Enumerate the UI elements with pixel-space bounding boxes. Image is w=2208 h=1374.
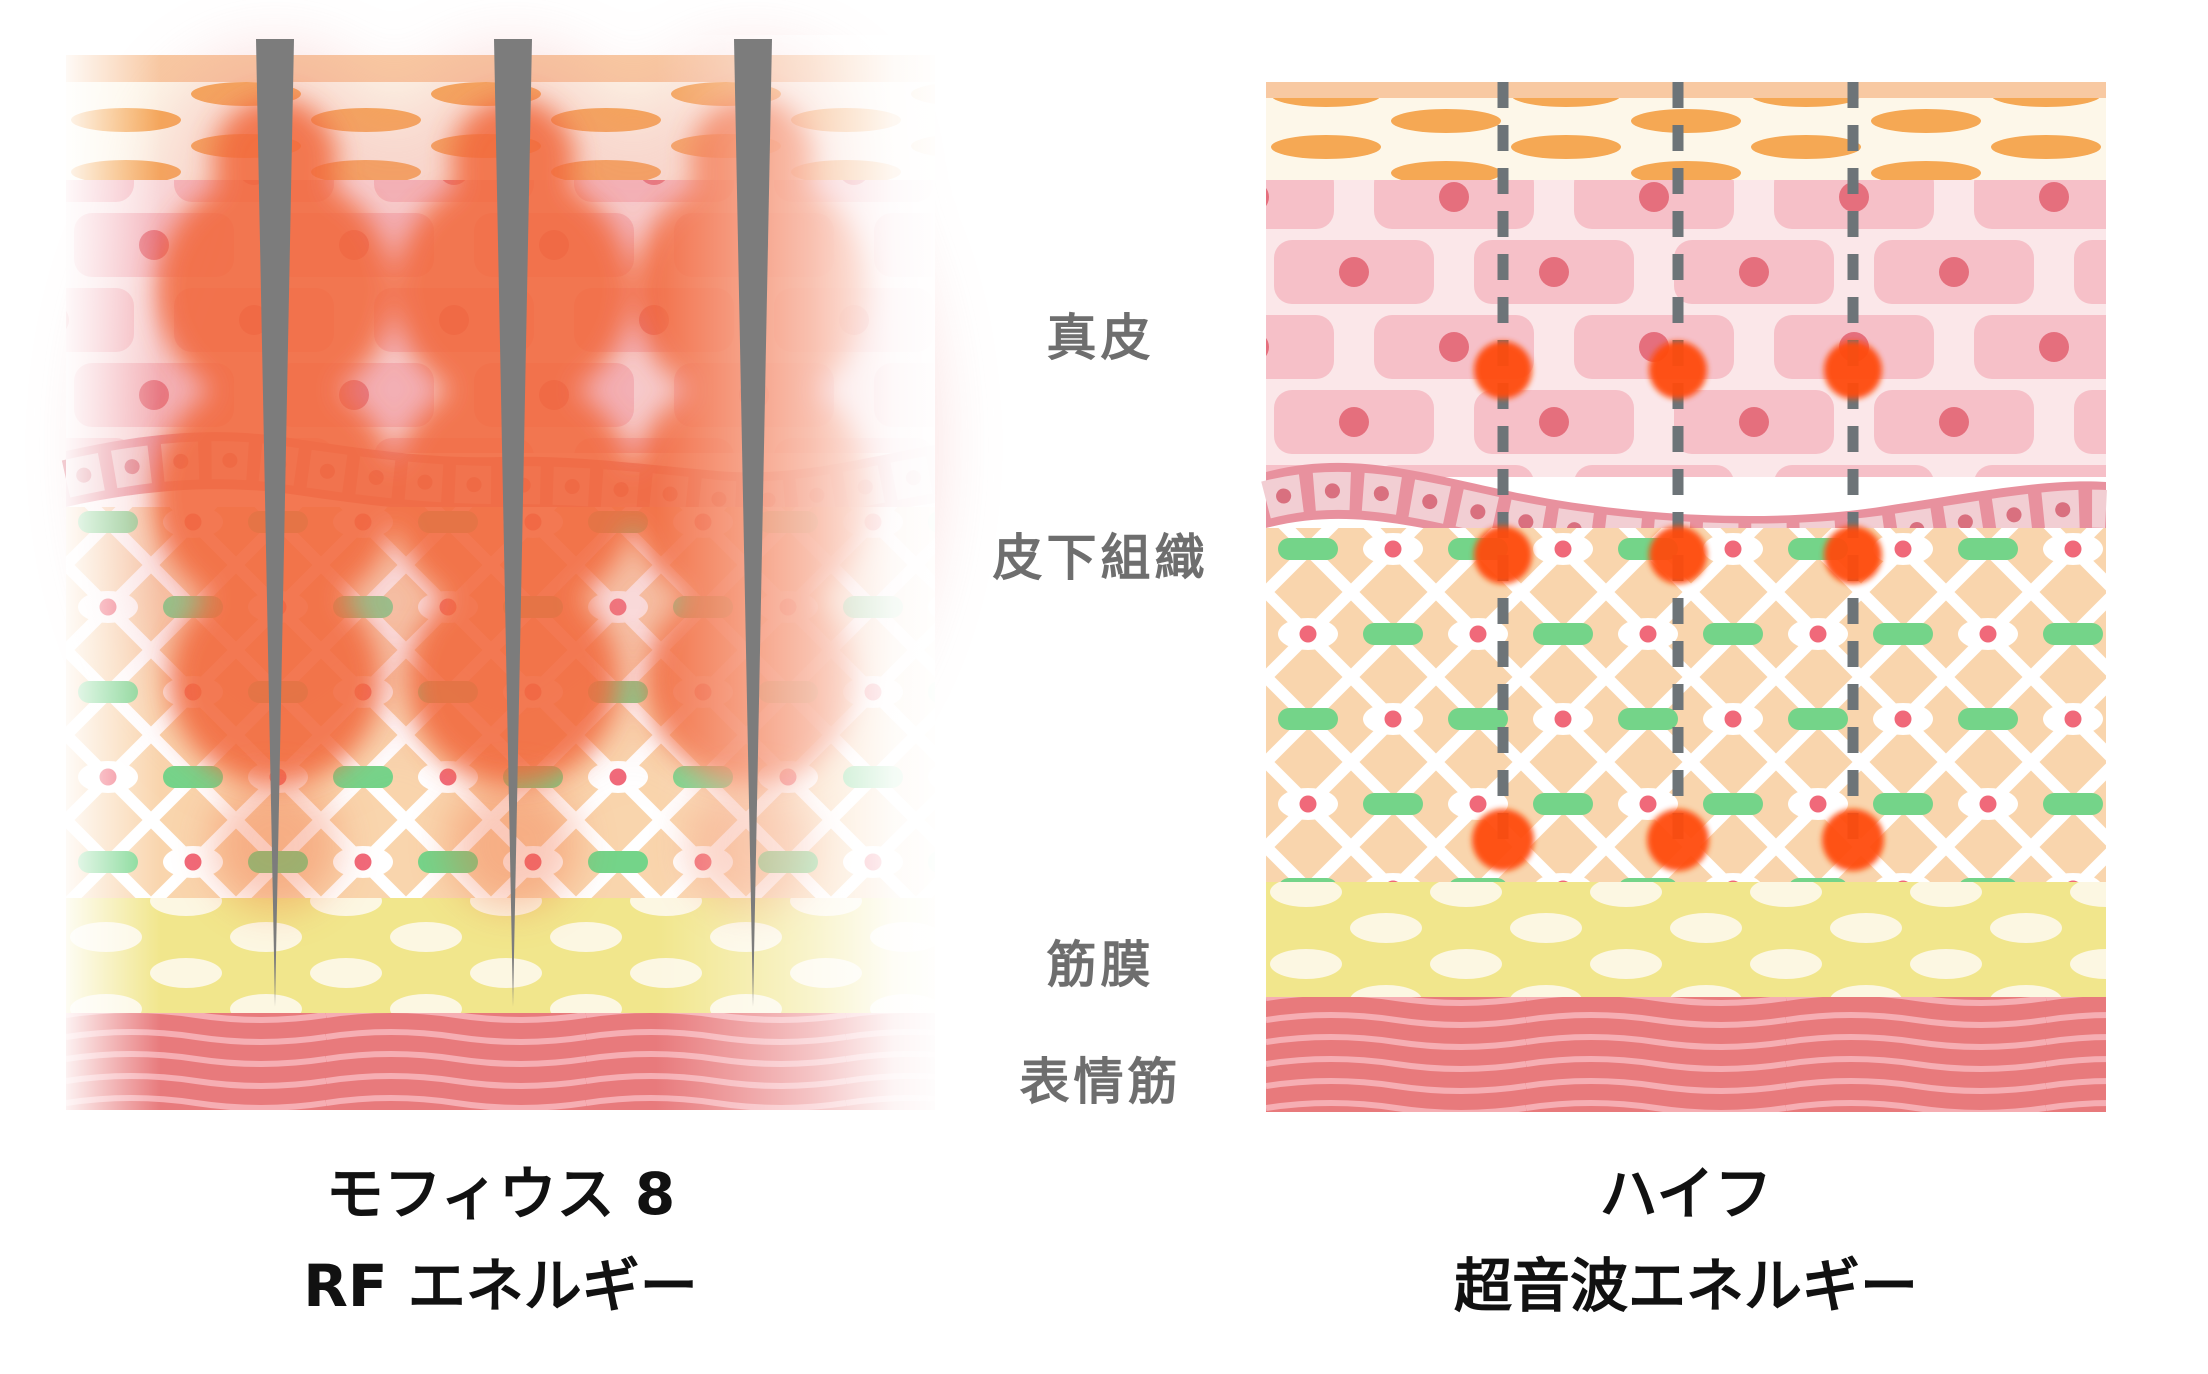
dermis-layer xyxy=(1266,180,2106,477)
skin-layers-right xyxy=(1258,82,2114,1112)
focus-dot xyxy=(1822,809,1884,871)
needle-icon xyxy=(734,39,772,1007)
left-edge-fade xyxy=(66,35,161,1111)
focus-dot xyxy=(1649,341,1707,399)
label-subcutaneous: 皮下組織 xyxy=(992,529,1209,587)
needle-icon xyxy=(494,39,532,1007)
label-dermis: 真皮 xyxy=(1046,309,1155,367)
focus-dot xyxy=(1647,809,1709,871)
label-facial-muscle: 表情筋 xyxy=(1019,1053,1182,1111)
focus-dot xyxy=(1649,526,1707,584)
skin-surface-band xyxy=(1266,82,2106,98)
label-fascia: 筋膜 xyxy=(1046,936,1155,994)
morpheus8-title-energy: RF エネルギー xyxy=(303,1252,698,1320)
morpheus8-title: モフィウス 8 RF エネルギー xyxy=(66,1148,935,1332)
morpheus8-panel xyxy=(58,35,943,1111)
focus-dot xyxy=(1472,809,1534,871)
ultrasound-focus-dots xyxy=(1472,341,1884,871)
hifu-panel xyxy=(1258,82,2114,1112)
hifu-title-energy: 超音波エネルギー xyxy=(1453,1252,1918,1320)
focus-dot xyxy=(1474,526,1532,584)
focus-dot xyxy=(1824,526,1882,584)
hifu-title: ハイフ 超音波エネルギー xyxy=(1266,1148,2106,1332)
microneedles xyxy=(256,39,772,1007)
morpheus8-title-name: モフィウス 8 xyxy=(325,1160,676,1228)
focus-dot xyxy=(1824,341,1882,399)
focus-dot xyxy=(1474,341,1532,399)
hifu-title-name: ハイフ xyxy=(1599,1160,1773,1228)
needle-icon xyxy=(256,39,294,1007)
right-edge-fade xyxy=(656,35,935,1111)
